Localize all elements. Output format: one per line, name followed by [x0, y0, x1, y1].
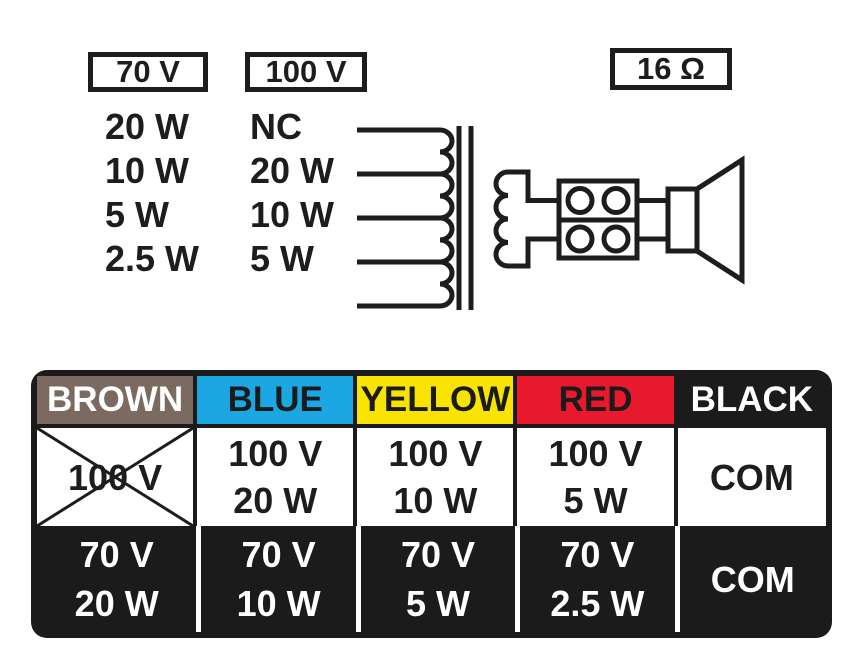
tap-100v-5w: 5 W [250, 238, 315, 279]
cell-yellow-70v: 70 V 5 W [355, 526, 516, 632]
crossed-out-x-icon [37, 428, 194, 526]
cell-text: 20 W [74, 583, 159, 624]
cell-text: 2.5 W [550, 583, 645, 624]
tap-70v-10w: 10 W [105, 150, 190, 191]
transformer-core [456, 126, 474, 310]
cell-text: 5 W [563, 480, 628, 521]
cell-text: 20 W [233, 480, 318, 521]
cell-text: 100 V [548, 433, 643, 474]
cell-yellow-100v: 100 V 10 W [357, 428, 514, 526]
cell-black-com-70v: COM [674, 526, 826, 632]
header-cell-blue: BLUE [197, 376, 354, 424]
transformer-primary-coil [439, 127, 455, 309]
cell-text: 10 W [236, 583, 321, 624]
transformer-speaker-schematic [357, 126, 745, 310]
terminal-block [556, 178, 640, 261]
tap-100v-10w: 10 W [250, 194, 335, 235]
tap-list-70v: 20 W 10 W 5 W 2.5 W [105, 105, 199, 281]
tap-list-100v: NC 20 W 10 W 5 W [250, 105, 334, 281]
header-cell-brown: BROWN [37, 376, 194, 424]
tap-70v-5w: 5 W [105, 194, 170, 235]
cell-red-70v: 70 V 2.5 W [515, 526, 675, 632]
header-cell-yellow: YELLOW [357, 376, 514, 424]
cell-text: 100 V [228, 433, 323, 474]
row-70v: 70 V 20 W 70 V 10 W 70 V 5 W 70 V 2.5 W … [37, 526, 826, 632]
cell-text: 10 W [393, 480, 478, 521]
wiring-table: BROWN BLUE YELLOW RED BLACK 100 V 100 V … [31, 370, 832, 638]
label-box-70v: 70 V [88, 52, 208, 92]
cell-black-com-100v: COM [677, 428, 826, 526]
label-box-100v: 100 V [245, 52, 367, 92]
transformer-secondary-coil [493, 169, 509, 269]
row-100v: 100 V 100 V 20 W 100 V 10 W 100 V 5 W CO… [37, 428, 826, 526]
cell-text: 70 V [400, 534, 475, 575]
cell-text: 100 V [68, 456, 163, 498]
tap-70v-20w: 20 W [105, 106, 190, 147]
tap-100v-20w: 20 W [250, 150, 335, 191]
wiring-table-header-row: BROWN BLUE YELLOW RED BLACK [37, 376, 826, 424]
cell-text: 100 V [388, 433, 483, 474]
cell-blue-100v: 100 V 20 W [197, 428, 354, 526]
cell-brown-100v-crossed-out: 100 V [37, 428, 194, 526]
tap-100v-nc: NC [250, 106, 302, 147]
label-box-16-ohm: 16 Ω [610, 48, 732, 90]
speaker-icon [665, 155, 745, 285]
header-cell-black: BLACK [677, 376, 826, 424]
cell-red-100v: 100 V 5 W [517, 428, 674, 526]
cell-brown-70v: 70 V 20 W [37, 526, 197, 632]
tap-70v-2.5w: 2.5 W [105, 238, 200, 279]
speaker-wires [637, 198, 668, 242]
cell-text: COM [710, 558, 795, 600]
cell-text: 5 W [405, 583, 470, 624]
cell-text: 70 V [241, 534, 316, 575]
header-cell-red: RED [517, 376, 674, 424]
secondary-lead-wires [508, 169, 559, 269]
primary-tap-wires [357, 127, 440, 309]
cell-text: COM [709, 456, 794, 498]
cell-text: 70 V [560, 534, 635, 575]
cell-blue-70v: 70 V 10 W [196, 526, 356, 632]
cell-text: 70 V [79, 534, 154, 575]
